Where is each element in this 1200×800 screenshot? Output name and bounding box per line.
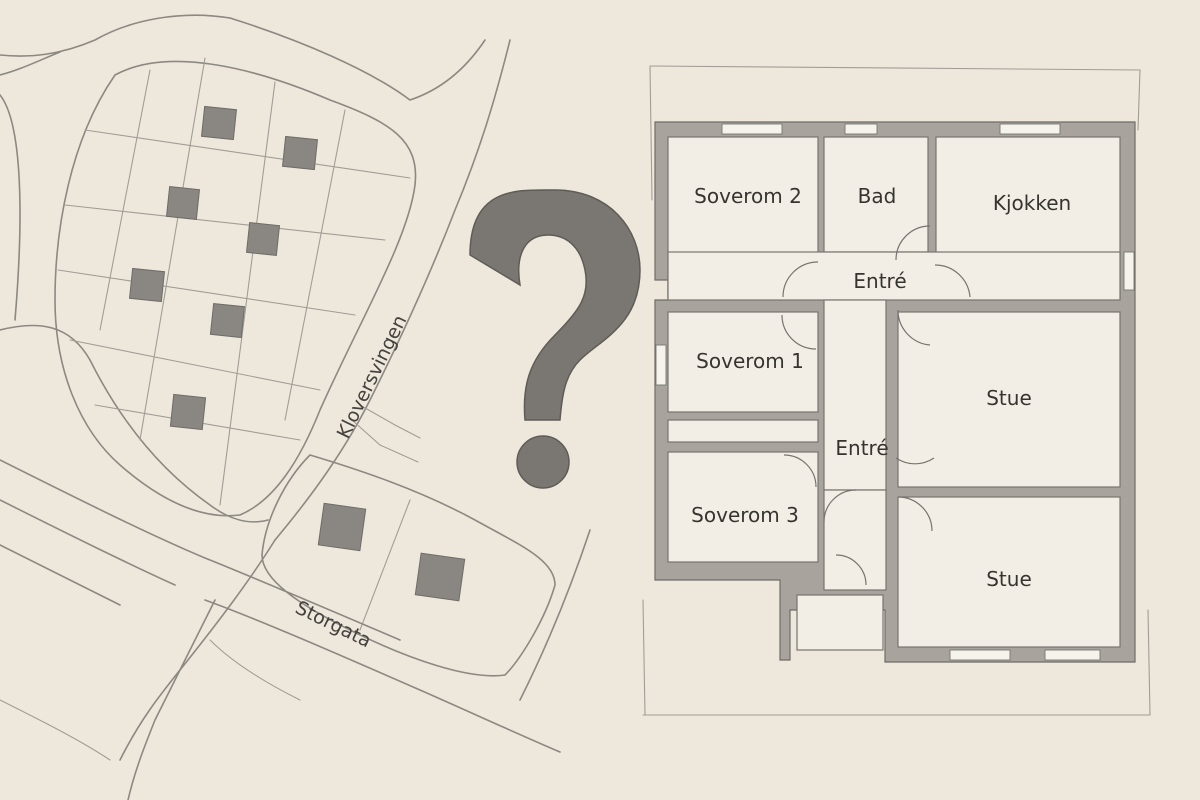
house-marker bbox=[281, 135, 319, 171]
hall-floor bbox=[823, 489, 887, 591]
road-edge bbox=[229, 17, 486, 101]
door bbox=[895, 225, 931, 261]
road-edge bbox=[204, 599, 561, 753]
room-floor bbox=[667, 419, 819, 443]
block-outline bbox=[54, 60, 417, 517]
room-floor bbox=[823, 136, 929, 253]
road-edge bbox=[0, 499, 176, 586]
road-edge bbox=[0, 459, 401, 641]
room-label-entre-top: Entré bbox=[853, 269, 906, 293]
room-label-soverom-3: Soverom 3 bbox=[691, 503, 799, 527]
window bbox=[999, 123, 1061, 135]
road-edge bbox=[359, 404, 421, 439]
house-marker bbox=[169, 393, 207, 431]
hall-floor bbox=[823, 299, 887, 491]
hall-floor bbox=[667, 251, 1121, 301]
room-label-kjokken: Kjokken bbox=[993, 191, 1071, 215]
house-marker bbox=[209, 302, 246, 339]
house-marker bbox=[317, 502, 367, 552]
room-floor bbox=[897, 496, 1121, 648]
lot-line bbox=[69, 339, 321, 391]
lot-line bbox=[64, 204, 386, 241]
lot-line bbox=[219, 81, 276, 506]
road-edge bbox=[0, 94, 21, 321]
frame-line bbox=[1147, 609, 1151, 716]
road-edge bbox=[351, 419, 419, 463]
room-label-bad: Bad bbox=[858, 184, 897, 208]
room-floor bbox=[667, 451, 819, 563]
frame-line bbox=[649, 65, 1141, 71]
window bbox=[844, 123, 878, 135]
door bbox=[934, 264, 971, 298]
question-mark-icon bbox=[469, 189, 641, 489]
road-edge bbox=[127, 599, 216, 800]
road-edge bbox=[519, 529, 591, 701]
lot-line bbox=[99, 69, 151, 331]
lot-line bbox=[359, 499, 411, 631]
lot-line bbox=[139, 57, 206, 441]
room-floor bbox=[667, 311, 819, 413]
frame-line bbox=[1137, 69, 1141, 131]
road-edge bbox=[0, 699, 111, 761]
door bbox=[897, 496, 933, 532]
door bbox=[783, 454, 817, 488]
room-label-entre-mid: Entré bbox=[835, 436, 888, 460]
street-label-kloversvingen: Kloversvingen bbox=[333, 312, 412, 442]
frame-line bbox=[649, 65, 653, 201]
door bbox=[782, 261, 819, 298]
floor-plan: Soverom 2 Bad Kjokken Entré Soverom 1 St… bbox=[642, 65, 1151, 716]
door bbox=[781, 314, 817, 350]
room-label-soverom-1: Soverom 1 bbox=[696, 349, 804, 373]
door bbox=[823, 489, 857, 523]
window bbox=[655, 344, 667, 386]
road-edge bbox=[274, 39, 511, 541]
site-map: Kloversvingen Storgata bbox=[0, 14, 591, 800]
frame-line bbox=[642, 599, 646, 716]
road-edge bbox=[209, 639, 301, 701]
house-marker bbox=[245, 221, 281, 257]
window bbox=[1044, 649, 1101, 661]
road-edge bbox=[0, 51, 61, 76]
lot-line bbox=[84, 129, 411, 179]
lot-line bbox=[284, 109, 346, 421]
room-label-stue-top: Stue bbox=[986, 386, 1032, 410]
room-floor bbox=[796, 594, 884, 651]
window bbox=[721, 123, 783, 135]
house-marker bbox=[200, 105, 238, 141]
road-edge bbox=[0, 324, 269, 523]
house-marker bbox=[165, 185, 201, 221]
window bbox=[1123, 251, 1135, 291]
door bbox=[895, 457, 935, 465]
house-marker bbox=[414, 552, 466, 602]
door bbox=[897, 309, 931, 346]
house-marker bbox=[128, 267, 166, 303]
road-edge bbox=[0, 14, 231, 57]
lot-line bbox=[57, 269, 356, 316]
road-edge bbox=[0, 544, 121, 606]
door bbox=[835, 554, 867, 586]
road-edge bbox=[119, 539, 276, 761]
block-outline bbox=[261, 454, 556, 677]
window bbox=[949, 649, 1011, 661]
room-label-stue-bottom: Stue bbox=[986, 567, 1032, 591]
room-label-soverom-2: Soverom 2 bbox=[694, 184, 802, 208]
room-floor bbox=[897, 311, 1121, 488]
